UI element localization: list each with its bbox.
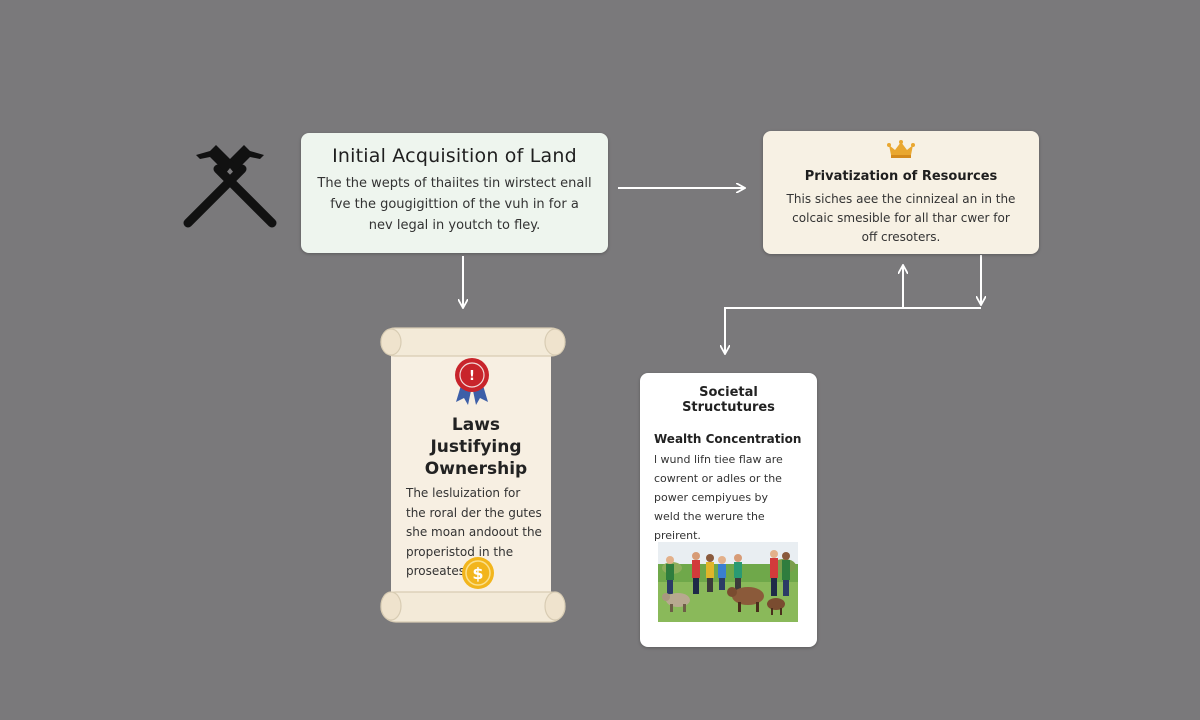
people-and-livestock-illustration: [658, 542, 798, 622]
laws-text: The lesluization for the roral der the g…: [406, 486, 542, 578]
svg-text:!: !: [469, 369, 475, 384]
privatization-text: This siches aee the cinnizeal an in the …: [786, 192, 1016, 244]
initial-acquisition-title: Initial Acquisition of Land: [332, 145, 577, 167]
dollar-coin-icon: $: [462, 557, 494, 589]
laws-justifying-ownership-node: Laws Justifying Ownership The lesluizati…: [406, 414, 546, 582]
arrow-loop-to-societal: [725, 307, 981, 353]
award-ribbon-icon: !: [455, 358, 489, 405]
societal-text: l wund lifn tiee flaw are cowrent or adl…: [654, 453, 783, 542]
laws-title: Laws Justifying Ownership: [424, 415, 528, 479]
crown-icon: [887, 140, 915, 158]
svg-text:$: $: [472, 564, 483, 583]
privatization-card: Privatization of Resources This siches a…: [763, 131, 1039, 254]
initial-acquisition-card: Initial Acquisition of Land The the wept…: [301, 133, 608, 253]
crossed-hammers-icon: [183, 145, 277, 228]
wealth-concentration-subtitle: Wealth Concentration: [654, 432, 802, 446]
privatization-title: Privatization of Resources: [804, 169, 998, 184]
initial-acquisition-text: The the wepts of thaiites tin wirstect e…: [317, 176, 592, 233]
societal-title: Societal Structutures: [682, 385, 775, 415]
